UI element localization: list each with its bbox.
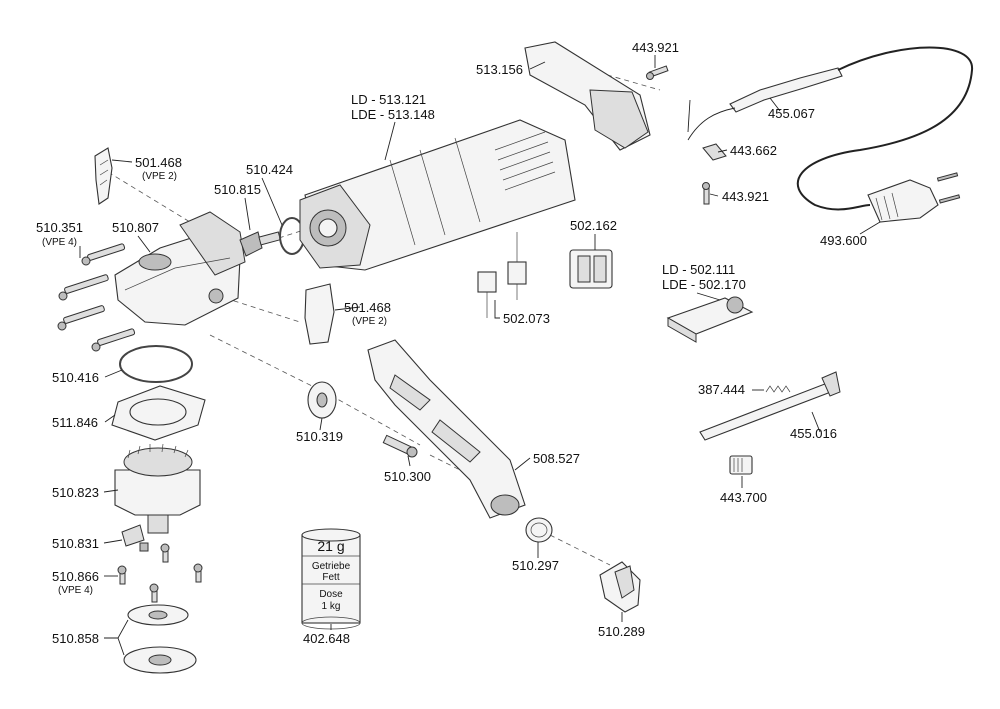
label-502073: 502.073: [503, 311, 550, 326]
cable-455067: [687, 46, 974, 211]
switch-502162: [569, 249, 613, 289]
label-508527: 508.527: [533, 451, 580, 466]
label-402648: 402.648: [303, 631, 350, 646]
label-443921-bottom: 443.921: [722, 189, 769, 204]
label-510807: 510.807: [112, 220, 159, 235]
grease-type-line1: Getriebe: [312, 561, 351, 572]
label-510300: 510.300: [384, 469, 431, 484]
label-510416: 510.416: [52, 370, 99, 385]
label-electronics-ld: LD - 502.111: [662, 262, 735, 277]
sleeve-510297: [525, 517, 553, 543]
handle-508527: [367, 339, 526, 519]
label-510815: 510.815: [214, 182, 261, 197]
label-511846: 511.846: [52, 415, 98, 430]
bolt-510300: [382, 434, 418, 458]
label-510351: 510.351: [36, 220, 83, 235]
electronics-502111: [666, 296, 754, 343]
clip-510831: [121, 524, 149, 552]
label-502162: 502.162: [570, 218, 617, 233]
screw-443921-top: [646, 65, 669, 80]
label-510297: 510.297: [512, 558, 559, 573]
screws-510866: [117, 543, 203, 603]
grease-type-line2: Fett: [322, 572, 339, 583]
label-443921-top: 443.921: [632, 40, 679, 55]
label-510866: 510.866: [52, 569, 99, 584]
label-493600: 493.600: [820, 233, 867, 248]
flange-nuts-510858: [123, 604, 197, 674]
label-510289: 510.289: [598, 624, 645, 639]
label-510831: 510.831: [52, 536, 99, 551]
gear-housing-510807: [114, 211, 246, 326]
label-motor-lde: LDE - 513.148: [351, 107, 435, 122]
label-510424: 510.424: [246, 162, 293, 177]
label-501468-top-vpe: (VPE 2): [142, 171, 177, 182]
label-510823: 510.823: [52, 485, 99, 500]
pinion-510815: [239, 231, 281, 257]
label-motor-ld: LD - 513.121: [351, 92, 426, 107]
label-510351-vpe: (VPE 4): [42, 237, 77, 248]
spindle-gear-510823: [114, 443, 201, 534]
screws-510351: [57, 243, 136, 352]
oring-510416: [119, 345, 193, 383]
label-electronics-lde: LDE - 502.170: [662, 277, 746, 292]
grease-tin-402648: 21 g Getriebe Fett Dose 1 kg: [301, 528, 361, 630]
button-443700: [729, 455, 753, 475]
grease-container-line2: 1 kg: [322, 601, 341, 612]
cable-clamp-443662: [702, 143, 727, 161]
spring-387444: [765, 385, 791, 393]
brush-cap-501468-mid: [304, 283, 335, 345]
label-455016: 455.016: [790, 426, 837, 441]
bevel-gear-510319: [307, 381, 337, 419]
label-501468-mid-vpe: (VPE 2): [352, 316, 387, 327]
label-510319: 510.319: [296, 429, 343, 444]
grease-container-line1: Dose: [319, 589, 343, 600]
motor-housing-513121: [299, 119, 576, 271]
gasket-511846: [111, 385, 206, 441]
screw-443921-bottom: [702, 182, 710, 205]
label-455067: 455.067: [768, 106, 815, 121]
grease-amount: 21 g: [317, 538, 344, 554]
part-labels: 501.468 (VPE 2) 510.424 510.815 510.351 …: [36, 40, 867, 646]
slider-455016: [699, 371, 841, 441]
end-cap-513156: [524, 41, 651, 151]
brush-cap-501468-top: [94, 147, 113, 205]
plug-493600: [867, 172, 961, 223]
label-510866-vpe: (VPE 4): [58, 585, 93, 596]
label-510858: 510.858: [52, 631, 99, 646]
label-501468-mid: 501.468: [344, 300, 391, 315]
leader-lines: [79, 55, 881, 656]
label-443662: 443.662: [730, 143, 777, 158]
carbon-brushes-502073: [477, 232, 527, 318]
label-387444: 387.444: [698, 382, 745, 397]
label-501468-top: 501.468: [135, 155, 182, 170]
knob-510289: [599, 561, 641, 613]
label-513156: 513.156: [476, 62, 523, 77]
label-443700: 443.700: [720, 490, 767, 505]
